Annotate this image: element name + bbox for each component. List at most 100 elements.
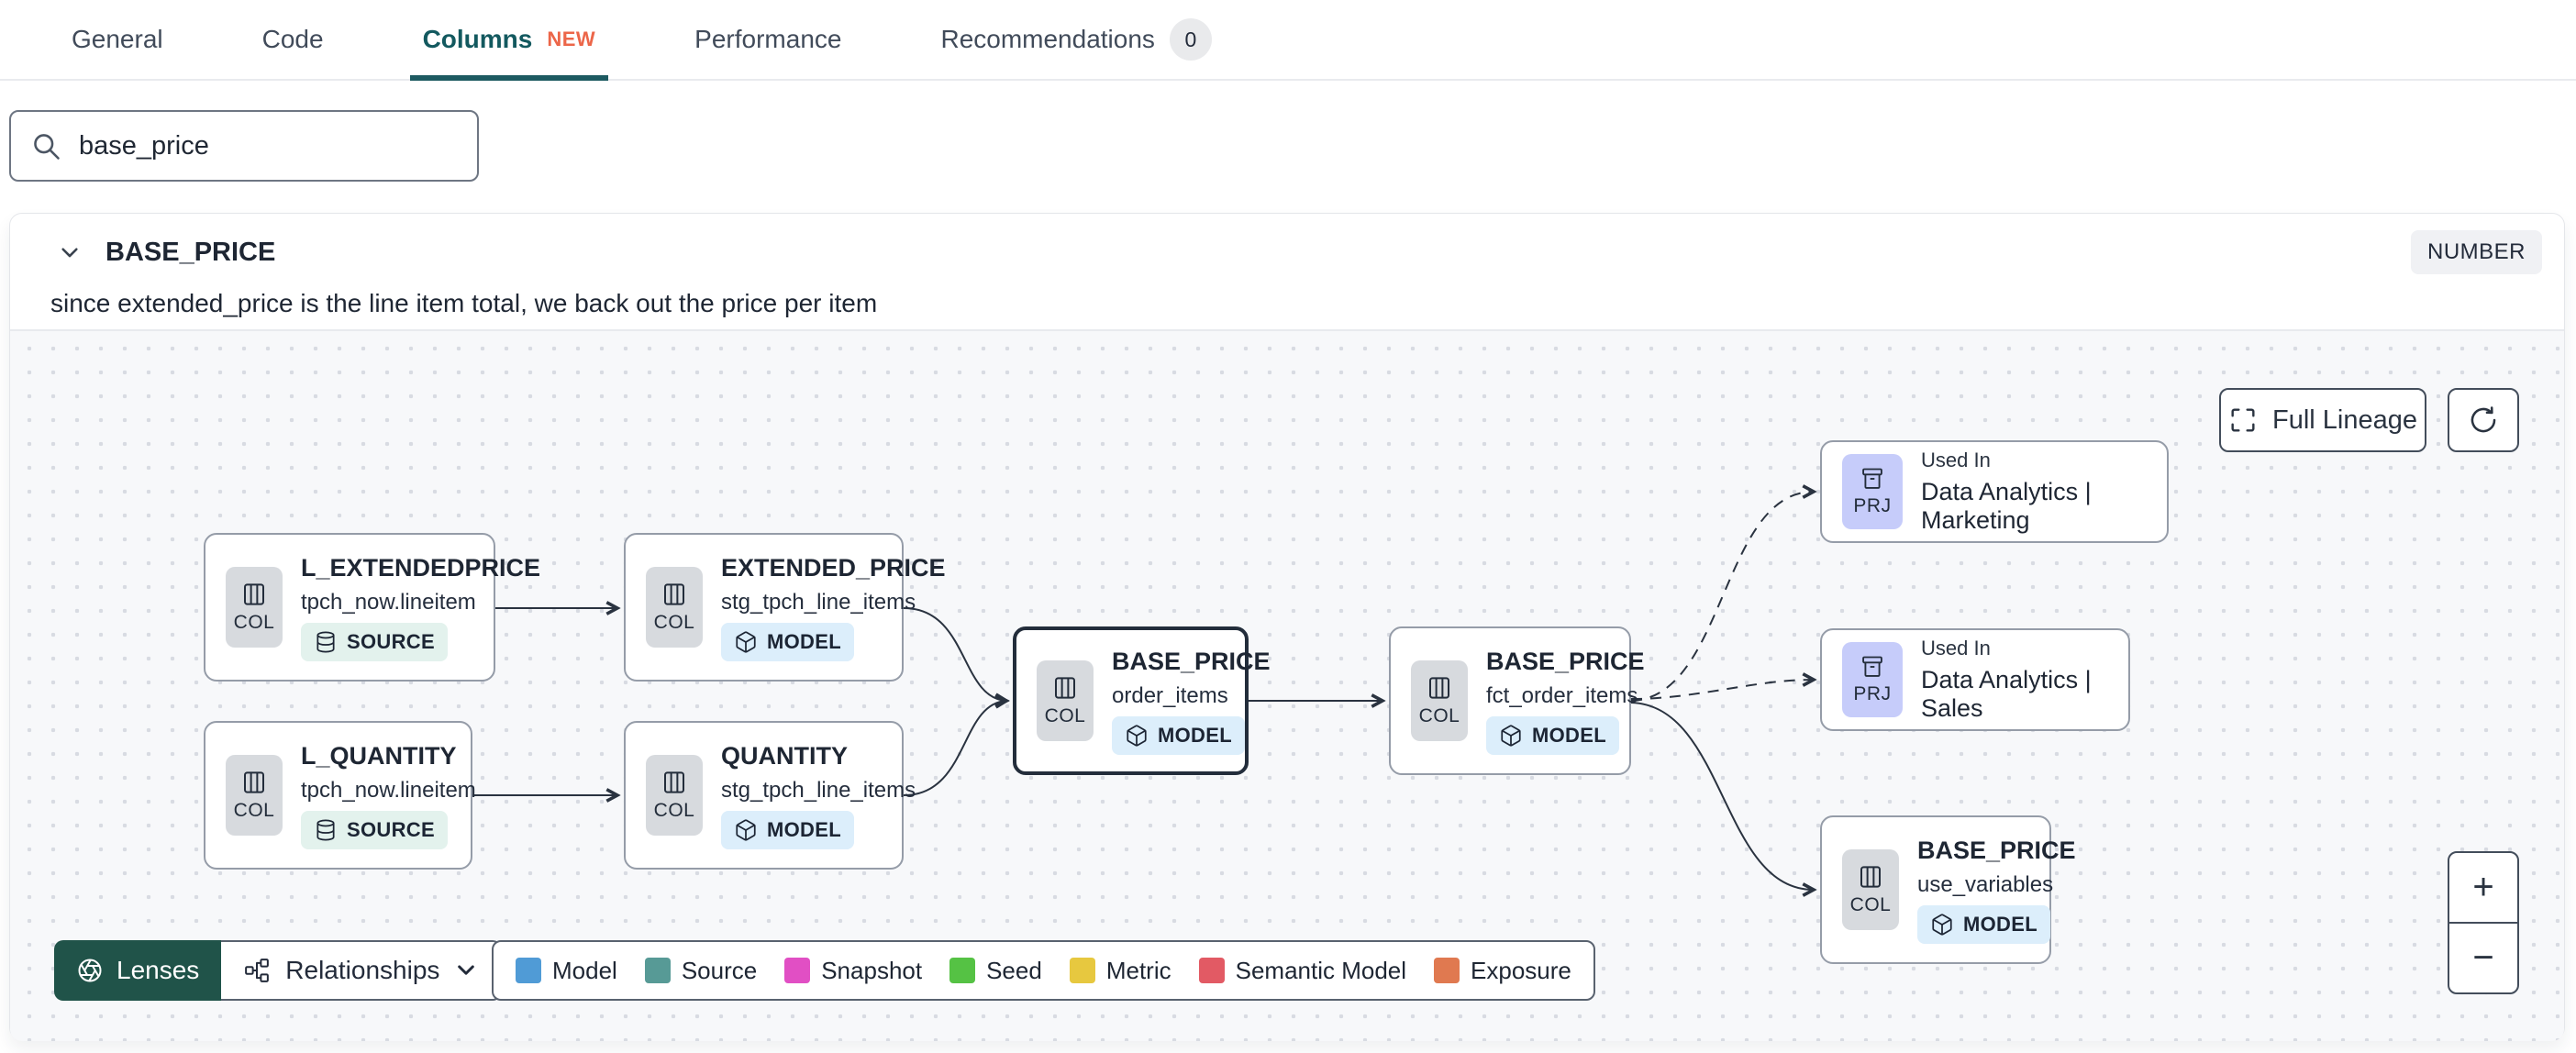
- node-extended-price[interactable]: COL EXTENDED_PRICE stg_tpch_line_items M…: [624, 533, 946, 682]
- refresh-button[interactable]: [2448, 388, 2519, 452]
- legend-label: Snapshot: [821, 956, 923, 984]
- col-label: COL: [653, 800, 695, 821]
- tab-label: Performance: [694, 25, 842, 53]
- legend-label: Exposure: [1471, 956, 1571, 984]
- node-l-extendedprice[interactable]: COL L_EXTENDEDPRICE tpch_now.lineitem SO…: [204, 533, 540, 682]
- source-badge: SOURCE: [301, 810, 448, 849]
- column-name: BASE_PRICE: [105, 237, 276, 267]
- node-subtitle: tpch_now.lineitem: [301, 589, 476, 615]
- node-subtitle: use_variables: [1917, 871, 2054, 897]
- legend-item-exposure: Exposure: [1434, 957, 1571, 985]
- cube-icon: [736, 818, 756, 841]
- prj-badge: PRJ: [1842, 454, 1903, 529]
- legend-label: Model: [552, 956, 617, 984]
- hierarchy-icon: [245, 959, 270, 982]
- tab-bar: General Code Columns NEW Performance Rec…: [0, 0, 2576, 81]
- legend-item-model: Model: [516, 957, 617, 985]
- legend-item-metric: Metric: [1069, 956, 1171, 985]
- col-badge: COL: [226, 755, 283, 836]
- tab-code[interactable]: Code: [257, 0, 329, 79]
- tab-performance[interactable]: Performance: [689, 0, 847, 79]
- edge-quantity-orderitems: [903, 701, 1006, 796]
- lineage-canvas[interactable]: COL L_EXTENDEDPRICE tpch_now.lineitem SO…: [10, 329, 2564, 1041]
- used-in-label: Used In: [1921, 449, 1991, 471]
- database-icon: [316, 819, 335, 840]
- col-label: COL: [1849, 894, 1892, 915]
- full-lineage-button[interactable]: Full Lineage: [2219, 388, 2426, 452]
- node-quantity[interactable]: COL QUANTITY stg_tpch_line_items MODEL: [624, 721, 916, 870]
- archive-icon: [1862, 656, 1882, 677]
- node-title: L_QUANTITY: [301, 741, 457, 770]
- legend-label: Seed: [986, 956, 1042, 984]
- cube-icon: [1501, 724, 1521, 747]
- type-label: MODEL: [1963, 912, 2037, 936]
- node-base-price-order-items[interactable]: COL BASE_PRICE order_items MODEL: [1013, 626, 1271, 775]
- zoom-out-button[interactable]: −: [2472, 937, 2494, 978]
- lenses-label: Lenses: [117, 956, 200, 984]
- archive-icon: [1862, 468, 1882, 489]
- col-badge: COL: [226, 567, 283, 648]
- model-badge: MODEL: [721, 622, 854, 661]
- legend-swatch-snapshot: [784, 958, 811, 983]
- cube-icon: [1932, 913, 1952, 936]
- project-name: Data Analytics | Marketing: [1921, 478, 2092, 534]
- edge-fctorderitems-marketing: [1630, 492, 1814, 702]
- legend-swatch-source: [644, 958, 671, 983]
- node-base-price-use-variables[interactable]: COL BASE_PRICE use_variables MODEL: [1820, 815, 2076, 964]
- col-badge: COL: [1842, 849, 1899, 930]
- full-lineage-label: Full Lineage: [2272, 405, 2417, 435]
- collapse-chevron-icon[interactable]: [58, 227, 82, 264]
- col-badge: COL: [646, 567, 703, 648]
- lenses-button[interactable]: Lenses: [54, 940, 222, 1001]
- col-label: COL: [233, 612, 275, 633]
- node-subtitle: tpch_now.lineitem: [301, 777, 476, 803]
- relationships-label: Relationships: [285, 956, 440, 984]
- cube-icon: [736, 630, 756, 653]
- node-used-in-sales[interactable]: PRJ Used In Data Analytics | Sales: [1820, 628, 2130, 731]
- tab-columns[interactable]: Columns NEW: [409, 0, 608, 81]
- legend-swatch-metric: [1069, 958, 1095, 983]
- edge-extendedprice-orderitems: [903, 607, 1006, 701]
- edge-fctorderitems-usevariables: [1630, 702, 1814, 890]
- tab-recommendations[interactable]: Recommendations 0: [935, 0, 1216, 79]
- relationships-dropdown[interactable]: Relationships: [221, 940, 503, 1001]
- columns-icon: [244, 583, 264, 605]
- type-label: MODEL: [767, 817, 841, 841]
- edges-svg: [472, 331, 2564, 1041]
- search-input[interactable]: [77, 129, 459, 162]
- node-title: L_EXTENDEDPRICE: [301, 553, 541, 582]
- node-title: BASE_PRICE: [1486, 647, 1645, 675]
- column-description: since extended_price is the line item to…: [50, 289, 878, 317]
- legend-label: Semantic Model: [1235, 956, 1407, 984]
- model-badge: MODEL: [1486, 715, 1619, 755]
- database-icon: [316, 631, 335, 652]
- node-subtitle: stg_tpch_line_items: [721, 777, 916, 803]
- node-subtitle: order_items: [1112, 682, 1228, 708]
- node-base-price-fct-order-items[interactable]: COL BASE_PRICE fct_order_items MODEL: [1389, 626, 1645, 775]
- legend-item-snapshot: Snapshot: [784, 957, 922, 985]
- legend-swatch-semantic-model: [1198, 958, 1225, 983]
- model-badge: MODEL: [1917, 904, 2050, 944]
- cube-icon: [1127, 724, 1147, 747]
- type-label: MODEL: [1532, 723, 1606, 747]
- prj-badge: PRJ: [1842, 642, 1903, 717]
- node-used-in-marketing[interactable]: PRJ Used In Data Analytics | Marketing: [1820, 440, 2169, 543]
- new-badge: NEW: [547, 28, 596, 50]
- columns-icon: [1055, 677, 1075, 699]
- node-subtitle: stg_tpch_line_items: [721, 589, 916, 615]
- used-in-label: Used In: [1921, 637, 1991, 660]
- tab-label: Code: [261, 25, 324, 53]
- refresh-icon: [2471, 406, 2496, 433]
- zoom-in-button[interactable]: +: [2449, 853, 2517, 924]
- tab-label: Recommendations: [940, 25, 1155, 53]
- tab-general[interactable]: General: [66, 0, 169, 79]
- fullscreen-icon: [2231, 408, 2255, 432]
- columns-icon: [664, 771, 684, 793]
- prj-label: PRJ: [1853, 683, 1892, 704]
- legend-label: Metric: [1105, 956, 1171, 984]
- columns-icon: [1860, 866, 1881, 888]
- search-icon: [34, 134, 60, 160]
- node-l-quantity[interactable]: COL L_QUANTITY tpch_now.lineitem SOURCE: [204, 721, 476, 870]
- column-search: [9, 110, 479, 182]
- col-label: COL: [1044, 705, 1086, 726]
